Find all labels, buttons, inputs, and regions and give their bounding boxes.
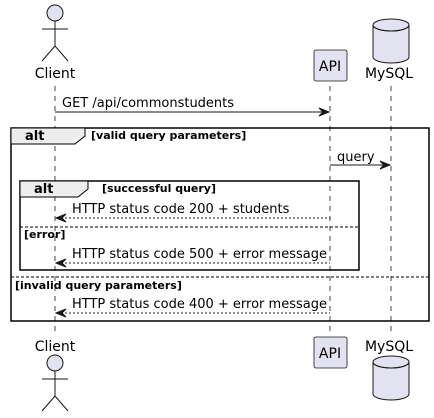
api-participant-bottom: API: [313, 336, 348, 369]
client-participant-bottom: Client: [35, 339, 76, 412]
inner-else-guard: [error]: [24, 228, 65, 241]
svg-text:query: query: [337, 150, 375, 165]
mysql-label-bottom: MySQL: [365, 339, 413, 355]
svg-text:GET /api/commonstudents: GET /api/commonstudents: [62, 96, 234, 111]
client-label: Client: [35, 66, 76, 82]
api-participant-top: API: [313, 49, 348, 82]
inner-alt-frame: [19, 180, 360, 271]
message-get-commonstudents: GET /api/commonstudents: [55, 96, 331, 117]
database-icon: [372, 355, 410, 401]
svg-text:HTTP status code 200 + student: HTTP status code 200 + students: [72, 202, 290, 217]
inner-alt-guard: [successful query]: [102, 182, 216, 195]
inner-alt-tab: [19, 180, 89, 198]
actor-icon: [41, 354, 69, 412]
message-response-500: HTTP status code 500 + error message: [54, 247, 330, 268]
mysql-participant-bottom: MySQL: [365, 339, 413, 401]
outer-alt-tab: [10, 127, 86, 145]
outer-else-guard: [invalid query parameters]: [15, 279, 182, 292]
message-response-400: HTTP status code 400 + error message: [54, 297, 330, 318]
client-participant-top: Client: [35, 4, 76, 82]
outer-alt-kind: alt: [25, 129, 44, 144]
client-label-bottom: Client: [35, 339, 76, 355]
mysql-label: MySQL: [365, 66, 413, 82]
database-icon: [372, 18, 410, 64]
message-response-200: HTTP status code 200 + students: [54, 202, 330, 223]
actor-icon: [41, 4, 69, 62]
inner-alt-kind: alt: [34, 182, 53, 197]
svg-text:HTTP status code 400 + error m: HTTP status code 400 + error message: [72, 297, 327, 312]
api-label-bottom: API: [319, 346, 341, 362]
message-query: query: [330, 150, 392, 170]
outer-alt-frame: [10, 127, 430, 322]
outer-alt-guard: [valid query parameters]: [91, 129, 246, 142]
svg-text:HTTP status code 500 + error m: HTTP status code 500 + error message: [72, 247, 327, 262]
api-label: API: [319, 59, 341, 75]
mysql-participant-top: MySQL: [365, 18, 413, 82]
